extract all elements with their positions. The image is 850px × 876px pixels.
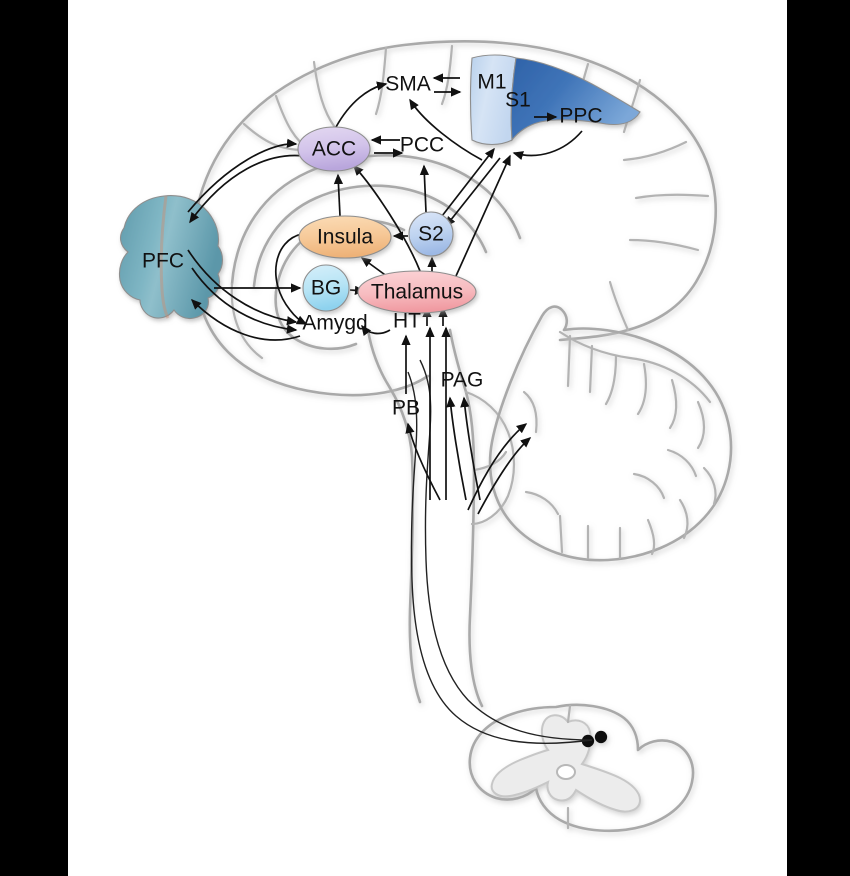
arrow-insula-to-amygd — [275, 233, 308, 325]
spinal-cord-cross-section — [468, 703, 695, 833]
arrow-thalamus-to-s1 — [455, 154, 511, 277]
label-thalamus: Thalamus — [371, 281, 463, 304]
label-amygd: Amygd — [302, 312, 367, 335]
arrow-pfc-to-amygd-2 — [191, 267, 298, 334]
cerebellum-outline — [488, 305, 733, 562]
label-sma: SMA — [385, 73, 431, 96]
arrow-amygd-to-pfc — [190, 298, 301, 341]
region-m1-s1-band — [469, 54, 641, 146]
label-ppc: PPC — [559, 105, 602, 128]
diagram-canvas: PFC ACC Insula BG Thalamus S2 M1 S1 SMA … — [68, 0, 787, 876]
node-bg-shape[interactable] — [302, 264, 350, 312]
arrow-spinal-to-cerebellum-1 — [467, 423, 528, 511]
node-shapes — [297, 126, 477, 314]
dorsal-horn-neuron — [594, 730, 608, 744]
cerebral-cortex-outline — [192, 40, 718, 397]
arrow-insula-to-acc — [333, 173, 344, 217]
arrow-thalamus-to-acc — [353, 164, 421, 272]
brainstem-outline — [366, 328, 516, 708]
diagram-svg: PFC ACC Insula BG Thalamus S2 M1 S1 SMA … — [118, 40, 733, 833]
label-bg: BG — [311, 277, 341, 300]
connection-arrows — [187, 73, 583, 515]
arrow-s1-to-sma — [409, 98, 483, 161]
arrow-s1-to-s2 — [445, 157, 501, 228]
node-acc-shape[interactable] — [297, 126, 371, 172]
label-ht: HT — [393, 310, 421, 333]
arrow-spinal-to-cerebellum-2 — [477, 437, 532, 515]
corpus-callosum-outline — [230, 154, 522, 360]
label-acc: ACC — [312, 138, 356, 161]
arrow-ppc-to-s1 — [512, 130, 583, 160]
arrow-s2-to-pcc — [419, 164, 430, 213]
region-pfc — [118, 195, 224, 320]
label-s2: S2 — [418, 223, 444, 246]
label-m1: M1 — [477, 71, 506, 94]
node-s2-shape[interactable] — [408, 211, 454, 257]
arrow-thalamus-to-insula — [360, 257, 389, 278]
label-pcc: PCC — [400, 134, 444, 157]
node-thalamus-shape[interactable] — [357, 270, 477, 314]
arrow-acc-to-sma — [335, 81, 388, 128]
arrow-acc-to-pfc — [189, 154, 305, 224]
arrow-s2-to-s1 — [441, 147, 495, 217]
label-s1: S1 — [505, 89, 531, 112]
arrow-pfc-to-amygd-1 — [187, 249, 298, 326]
node-insula-shape[interactable] — [298, 215, 392, 259]
node-labels: PFC ACC Insula BG Thalamus S2 M1 S1 SMA … — [142, 71, 603, 420]
label-pfc: PFC — [142, 250, 184, 273]
label-pag: PAG — [441, 369, 484, 392]
arrow-spinal-to-pag-1 — [446, 396, 467, 501]
label-insula: Insula — [317, 226, 373, 249]
arrow-pfc-to-acc — [187, 138, 298, 213]
label-pb: PB — [392, 397, 420, 420]
arrow-spinal-to-pb — [405, 422, 441, 501]
arrow-ht-to-amygd — [361, 324, 391, 337]
arrow-spinal-to-pag-2 — [460, 396, 481, 501]
